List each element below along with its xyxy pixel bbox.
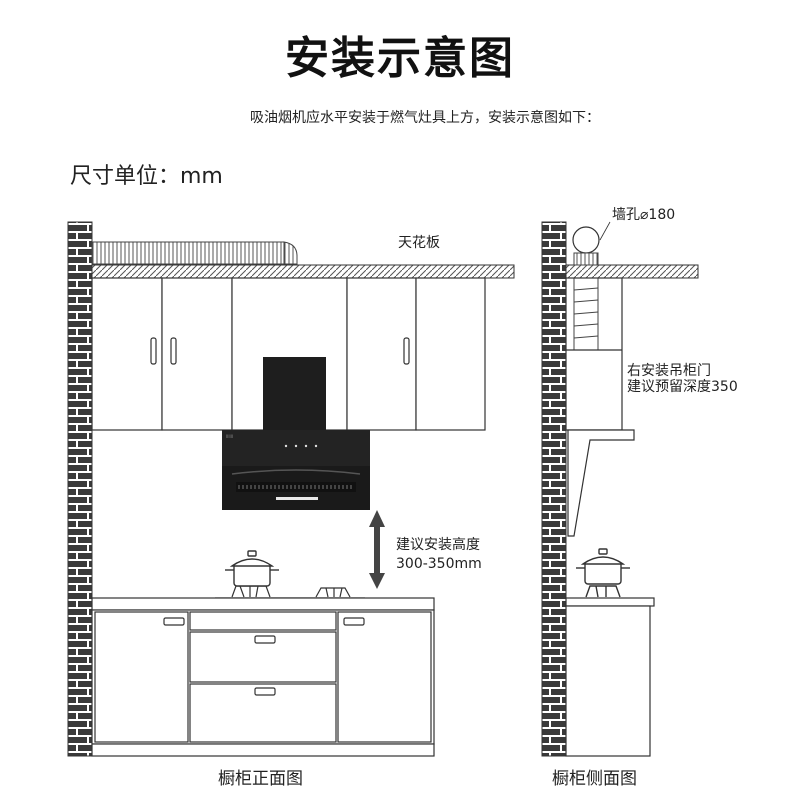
- burner: [315, 587, 351, 598]
- base-plinth: [91, 743, 435, 757]
- hood-logo: IIIIII: [226, 434, 233, 439]
- side-view-caption: 橱柜侧面图: [552, 769, 637, 789]
- base-cabinet-door: [337, 611, 432, 743]
- cabinet-handle: [343, 617, 365, 626]
- unit-label: 尺寸单位：mm: [70, 164, 223, 189]
- front-ceiling: [91, 264, 515, 279]
- side-brick-wall: [541, 221, 567, 757]
- cabinet-handle: [403, 337, 410, 365]
- cabinet-handle: [163, 617, 185, 626]
- front-view-caption: 橱柜正面图: [218, 769, 303, 789]
- cabinet-depth-label: 建议预留深度350: [627, 379, 738, 395]
- side-cooking-pot: [576, 548, 630, 598]
- height-arrow: [369, 510, 385, 589]
- upper-cabinets: [91, 277, 486, 431]
- upper-cabinet-door: [415, 277, 486, 431]
- hood-light: [276, 497, 318, 500]
- side-duct: [573, 252, 599, 351]
- cabinet-handle: [150, 337, 157, 365]
- gas-stove: [215, 585, 365, 599]
- cabinet-handle: [254, 687, 276, 696]
- cooking-pot: [225, 550, 279, 587]
- side-view: [541, 221, 699, 757]
- install-height-value: 300-350mm: [396, 556, 482, 572]
- cabinet-handle: [254, 635, 276, 644]
- page-title: 安装示意图: [285, 33, 515, 84]
- base-cabinet-door: [94, 611, 189, 743]
- ceiling-label: 天花板: [398, 235, 440, 251]
- side-range-hood: [567, 429, 635, 537]
- side-ceiling: [565, 264, 699, 279]
- base-drawer: [189, 611, 337, 631]
- countertop: [91, 597, 435, 611]
- exhaust-duct: [91, 241, 298, 265]
- side-base-cabinet: [565, 597, 655, 757]
- front-view: IIIIII: [67, 221, 515, 757]
- wall-hole-label: 墙孔⌀180: [612, 207, 676, 223]
- page-subtitle: 吸油烟机应水平安装于燃气灶具上方，安装示意图如下：: [250, 110, 600, 126]
- range-hood: IIIIII: [222, 357, 370, 510]
- install-height-label: 建议安装高度: [396, 537, 480, 553]
- base-cabinets: [91, 597, 435, 757]
- cabinet-handle: [170, 337, 177, 365]
- burner: [231, 585, 271, 598]
- wall-hole: [572, 226, 600, 254]
- front-brick-wall: [67, 221, 93, 757]
- cabinet-door-label: 右安装吊柜门: [627, 363, 711, 379]
- hood-chimney: [263, 357, 326, 430]
